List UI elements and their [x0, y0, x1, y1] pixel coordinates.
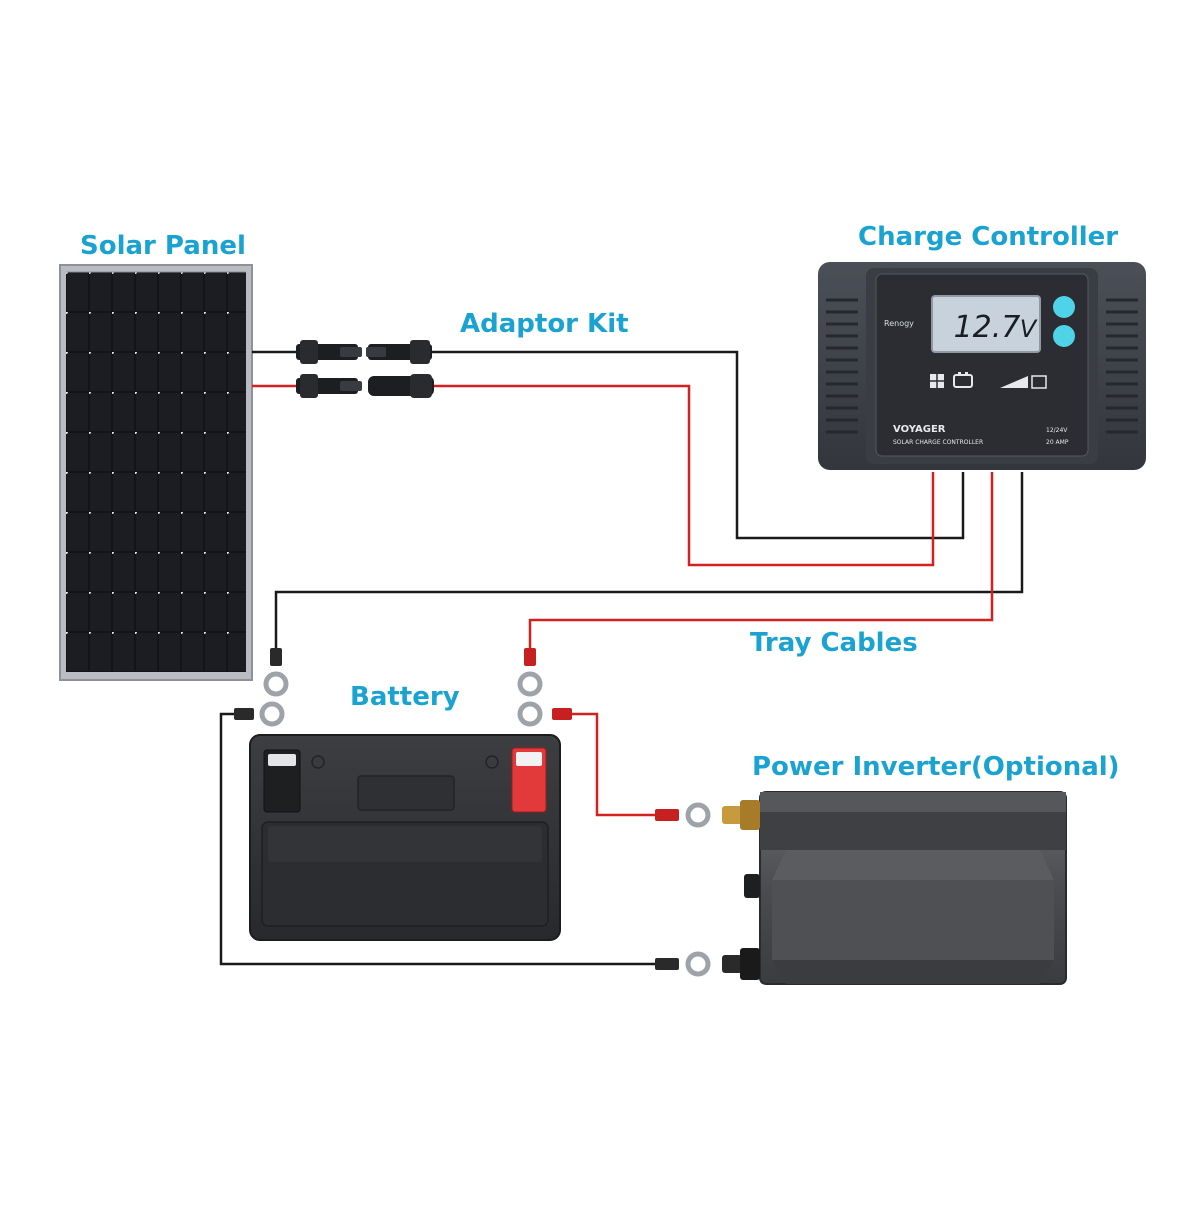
- controller-fins: [826, 298, 1138, 434]
- charge-controller: 12.7 V Renogy VOYAGER SOLAR CHARGE CONTR…: [818, 262, 1146, 470]
- ring-terminal-positive: [655, 802, 711, 828]
- battery-positive-terminal: [511, 747, 547, 813]
- tray-cables-label: Tray Cables: [750, 628, 918, 658]
- ring-terminal-negative: [234, 701, 285, 727]
- controller-model: VOYAGER: [893, 424, 946, 435]
- inverter-positive-wire: [572, 712, 657, 817]
- controller-up-button[interactable]: [1053, 296, 1075, 318]
- ring-terminal-positive: [517, 648, 543, 697]
- adaptor-kit-label: Adaptor Kit: [460, 309, 629, 339]
- controller-rating-voltage: 12/24V: [1046, 427, 1068, 434]
- battery-label-recess: [357, 775, 455, 811]
- ring-terminals: [234, 648, 711, 977]
- controller-rating-current: 20 AMP: [1046, 439, 1069, 446]
- battery-status-icon: [953, 372, 973, 388]
- charge-controller-label: Charge Controller: [858, 222, 1119, 252]
- solar-panel: [59, 264, 253, 681]
- tray-cable-positive-wire: [528, 472, 994, 650]
- battery-negative-terminal: [263, 749, 301, 813]
- ring-terminal-negative: [263, 648, 289, 697]
- wiring: [219, 350, 1024, 966]
- mc4-connector: [366, 340, 432, 364]
- tray-cable-negative-wire: [274, 472, 1024, 650]
- adaptor-to-controller-positive-wire: [432, 384, 935, 567]
- controller-lcd: [931, 295, 1041, 353]
- battery: [249, 734, 561, 941]
- solar-panel-label: Solar Panel: [80, 231, 246, 261]
- mc4-connector: [296, 340, 362, 364]
- lcd-reading: 12.7: [954, 310, 1021, 345]
- mc4-connector: [296, 374, 362, 398]
- adaptor-kit-connectors: [296, 340, 434, 398]
- battery-label: Battery: [350, 682, 460, 712]
- ring-terminal-positive: [517, 701, 572, 727]
- ring-terminal-negative: [655, 951, 711, 977]
- panel-status-icon: [930, 374, 944, 388]
- controller-brand: Renogy: [884, 319, 914, 328]
- controller-subtitle: SOLAR CHARGE CONTROLLER: [893, 439, 983, 446]
- inverter-positive-terminal: [722, 800, 760, 830]
- mc4-connector: [368, 374, 434, 398]
- charge-level-icon: [1000, 375, 1047, 389]
- power-inverter-label: Power Inverter(Optional): [752, 752, 1120, 782]
- inverter-negative-terminal: [722, 948, 760, 980]
- adaptor-to-controller-negative-wire: [432, 350, 965, 540]
- inverter-negative-wire: [219, 712, 657, 966]
- controller-down-button[interactable]: [1053, 325, 1075, 347]
- power-inverter: [722, 791, 1067, 985]
- lcd-unit: V: [1020, 315, 1038, 343]
